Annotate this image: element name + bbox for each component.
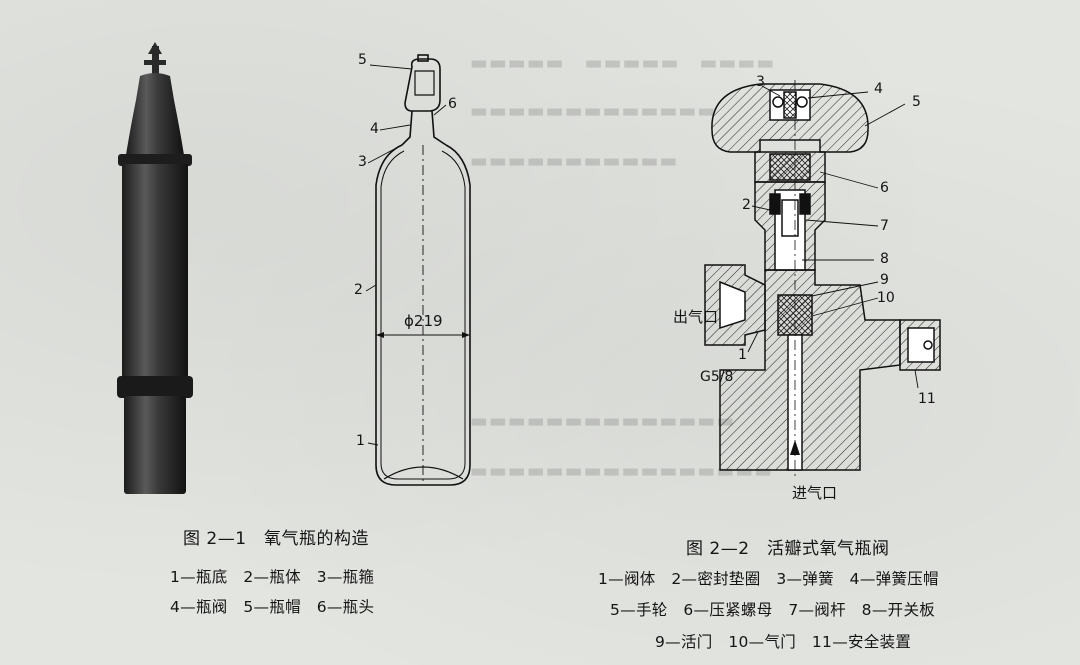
fig1-label-6: 6 <box>448 96 457 112</box>
fig2-label-11: 11 <box>918 391 936 407</box>
fig2-label-1: 1 <box>738 347 747 363</box>
fig1-legend-line2: 4—瓶阀 5—瓶帽 6—瓶头 <box>170 598 375 616</box>
bleed-through-text: ▬▬▬▬▬▬▬▬▬▬▬ <box>470 150 679 172</box>
fig2-label-6: 6 <box>880 180 889 196</box>
inlet-label: 进气口 <box>792 484 838 502</box>
fig1-label-1: 1 <box>356 433 365 449</box>
fig2-label-9: 9 <box>880 272 889 288</box>
fig2-legend-line2: 5—手轮 6—压紧螺母 7—阀杆 8—开关板 <box>610 601 936 619</box>
bleed-through-text: ▬▬▬▬▬▬▬▬▬▬▬▬▬▬ <box>470 410 736 432</box>
fig2-legend-line3: 9—活门 10—气门 11—安全装置 <box>655 633 912 651</box>
valve-section-drawing <box>704 80 941 480</box>
fig1-caption: 图 2—1 氧气瓶的构造 <box>183 529 370 549</box>
fig2-legend-line1: 1—阀体 2—密封垫圈 3—弹簧 4—弹簧压帽 <box>598 570 939 588</box>
fig2-label-5: 5 <box>912 94 921 110</box>
bleed-through-text: ▬▬▬▬▬▬▬▬▬▬▬▬▬▬▬▬ <box>470 460 774 482</box>
diameter-dimension: ϕ219 <box>404 312 443 330</box>
fig1-label-3: 3 <box>358 154 367 170</box>
fig1-legend-line1: 1—瓶底 2—瓶体 3—瓶箍 <box>170 568 375 586</box>
fig1-label-2: 2 <box>354 282 363 298</box>
oxygen-cylinder-photo <box>117 42 193 494</box>
bleed-through-text: ▬▬▬▬▬▬▬▬▬▬▬▬▬ <box>470 100 717 122</box>
outlet-label: 出气口 <box>673 308 719 326</box>
fig2-label-3: 3 <box>756 74 765 90</box>
thread-label: G5/8 <box>700 369 734 385</box>
fig2-label-10: 10 <box>877 290 895 306</box>
cylinder-structure-drawing <box>365 54 471 486</box>
fig1-label-4: 4 <box>370 121 379 137</box>
fig2-label-7: 7 <box>880 218 889 234</box>
fig2-caption: 图 2—2 活瓣式氧气瓶阀 <box>686 539 890 559</box>
fig2-label-2: 2 <box>742 197 751 213</box>
fig2-label-4: 4 <box>874 81 883 97</box>
bleed-through-text: ▬▬▬▬▬ ▬▬▬▬▬ ▬▬▬▬ <box>470 52 776 74</box>
fig1-label-5: 5 <box>358 52 367 68</box>
fig2-label-8: 8 <box>880 251 889 267</box>
